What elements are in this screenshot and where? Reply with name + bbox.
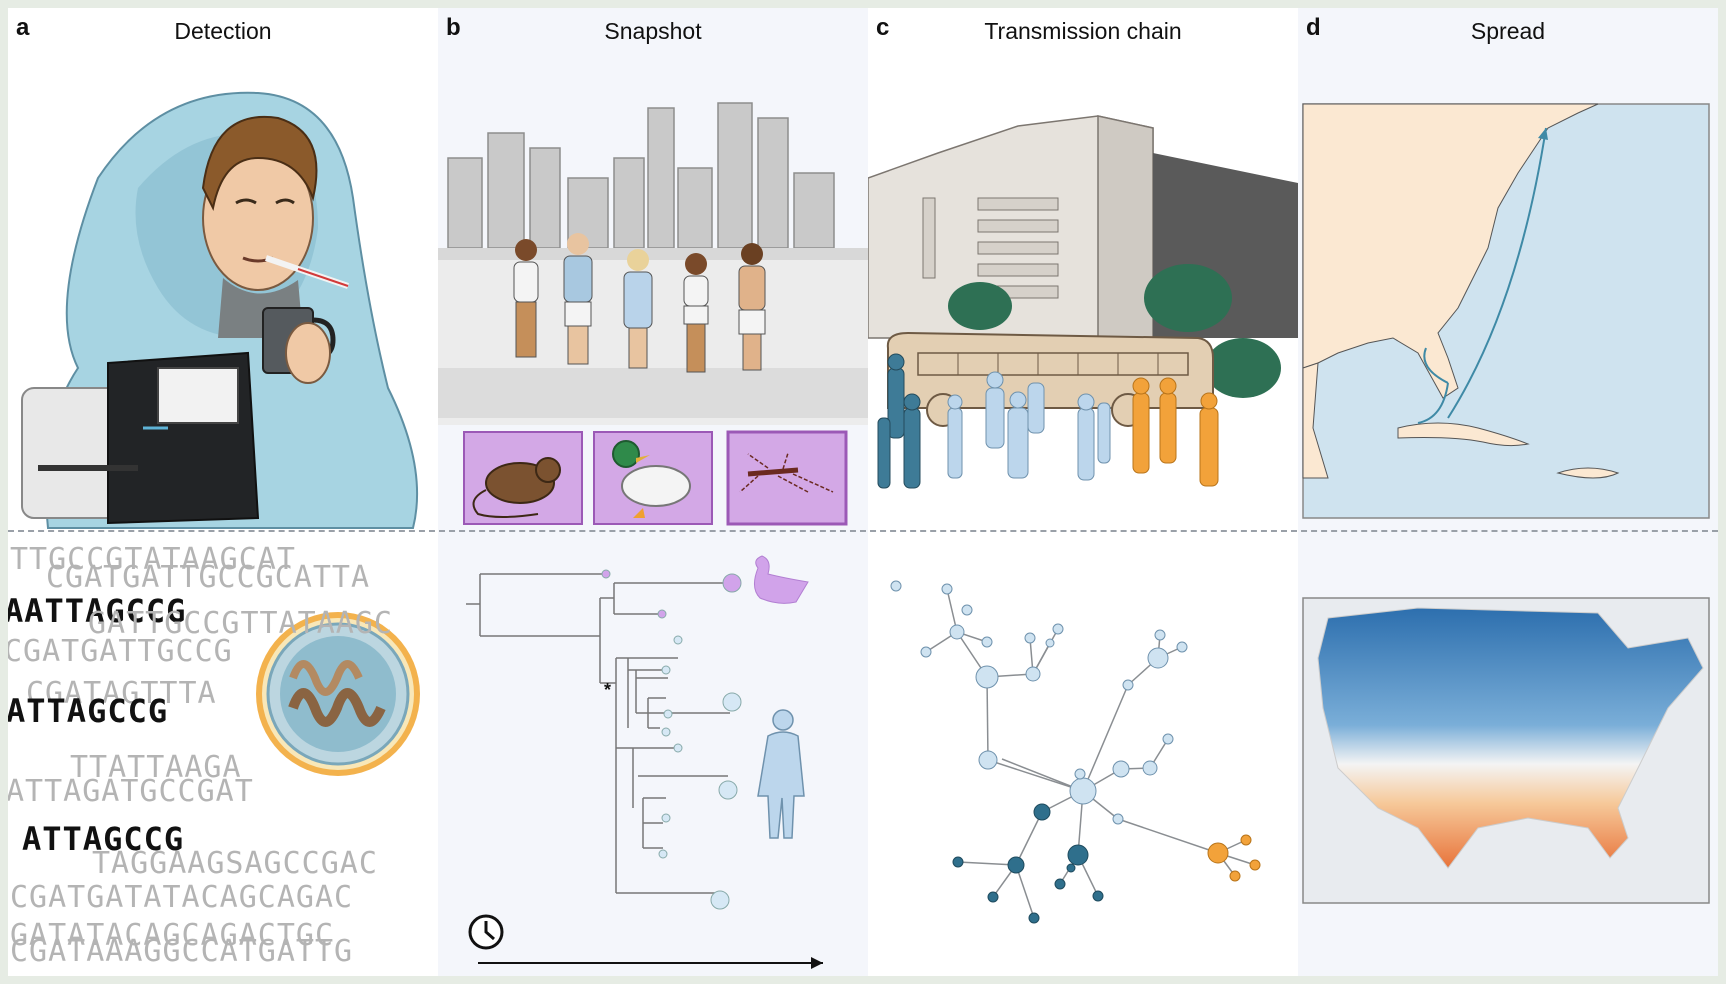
sequence-line: TTGCCGTATAAGCAT	[10, 542, 296, 577]
detection-illustration	[21, 91, 420, 776]
panel-title: Spread	[1470, 18, 1546, 44]
sequence-line: GATTGCCGTTATAAGC	[88, 606, 393, 641]
sequence-line: AATTAGCCG	[8, 592, 187, 630]
section-divider	[8, 530, 1718, 532]
sequence-line: CGATAAAGGCCATGATTG	[10, 934, 354, 969]
panel-letter: d	[1306, 14, 1321, 41]
network-nodes	[890, 580, 1261, 924]
root-marker: *	[604, 680, 612, 700]
sequence-line: TTATTAAGA	[70, 750, 242, 785]
panel-title: Transmission chain	[984, 18, 1182, 44]
sequence-line: CGATGATTGCCGCATTA	[46, 560, 371, 595]
panel-spread: d Spread	[1298, 8, 1718, 976]
city-skyline	[447, 102, 835, 249]
hair	[201, 115, 318, 212]
animal-boxes	[463, 430, 848, 526]
building-icon	[868, 115, 1298, 398]
sequence-line: ATTAGCCG	[8, 692, 169, 730]
transmission-network	[925, 588, 1256, 919]
person-silhouette-icon	[757, 709, 805, 839]
sequence-line: TAGGAAGSAGCCGAC	[92, 846, 378, 881]
crowd-silhouettes	[877, 353, 1219, 489]
transmission-illustration	[868, 115, 1298, 924]
sequence-line: ATTAGATGCCGAT	[8, 774, 254, 809]
figure: a Detection TTGCCGTATAAGCAT CGATGATTGCCG…	[8, 8, 1718, 976]
sequence-line: CGATGATTGCCG	[8, 634, 233, 669]
sequence-line: CGATAGTTTA	[26, 676, 217, 711]
sequence-line: GATATACAGCAGACTGC	[10, 918, 335, 953]
sequence-line: ATTAGCCG	[22, 820, 185, 858]
spread-arrow	[1447, 127, 1547, 419]
panel-letter: b	[446, 14, 461, 41]
panel-letter: c	[876, 14, 890, 41]
spread-illustration	[1302, 103, 1710, 904]
duck-silhouette-icon	[754, 555, 809, 604]
panel-detection: a Detection TTGCCGTATAAGCAT CGATGATTGCCG…	[8, 8, 438, 976]
snapshot-illustration	[438, 102, 868, 969]
panel-letter: a	[16, 14, 30, 41]
panel-title: Detection	[174, 18, 272, 44]
phylogenetic-tree	[466, 573, 732, 894]
clock-icon	[468, 914, 504, 950]
tree-tips	[601, 569, 742, 910]
sequence-line: CGATGATATACAGCAGAC	[10, 880, 354, 915]
virus-icon	[256, 612, 420, 776]
panel-title: Snapshot	[604, 18, 702, 44]
crowd-icon	[513, 233, 766, 373]
panel-snapshot: b Snapshot *	[438, 8, 868, 976]
mosquito-icon	[726, 430, 848, 526]
panel-transmission-chain: c Transmission chain	[868, 8, 1298, 976]
